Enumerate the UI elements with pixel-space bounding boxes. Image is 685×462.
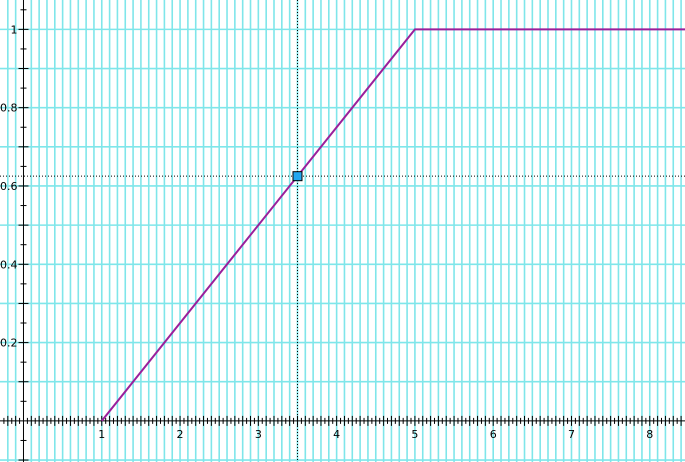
x-tick-label: 3 (255, 428, 262, 441)
x-tick-label: 2 (177, 428, 184, 441)
x-tick-label: 4 (333, 428, 340, 441)
y-tick-label: 0.6 (0, 180, 17, 193)
x-tick-label: 8 (646, 428, 653, 441)
y-tick-label: 0.8 (0, 102, 17, 115)
x-tick-label: 1 (98, 428, 105, 441)
x-tick-label: 7 (568, 428, 575, 441)
x-tick-label: 6 (490, 428, 497, 441)
cursor-handle[interactable] (292, 171, 303, 182)
y-tick-label: 0.2 (0, 337, 17, 350)
y-tick-label: 1 (10, 23, 17, 36)
axis-ticks (3, 9, 682, 461)
series-layer (100, 28, 685, 422)
x-tick-label: 5 (411, 428, 418, 441)
tick-labels: 1 2 3 4 5 6 7 8 0.2 0.4 0.6 0.8 1 (0, 23, 653, 441)
series-line (100, 28, 685, 422)
y-tick-label: 0.4 (0, 258, 17, 271)
